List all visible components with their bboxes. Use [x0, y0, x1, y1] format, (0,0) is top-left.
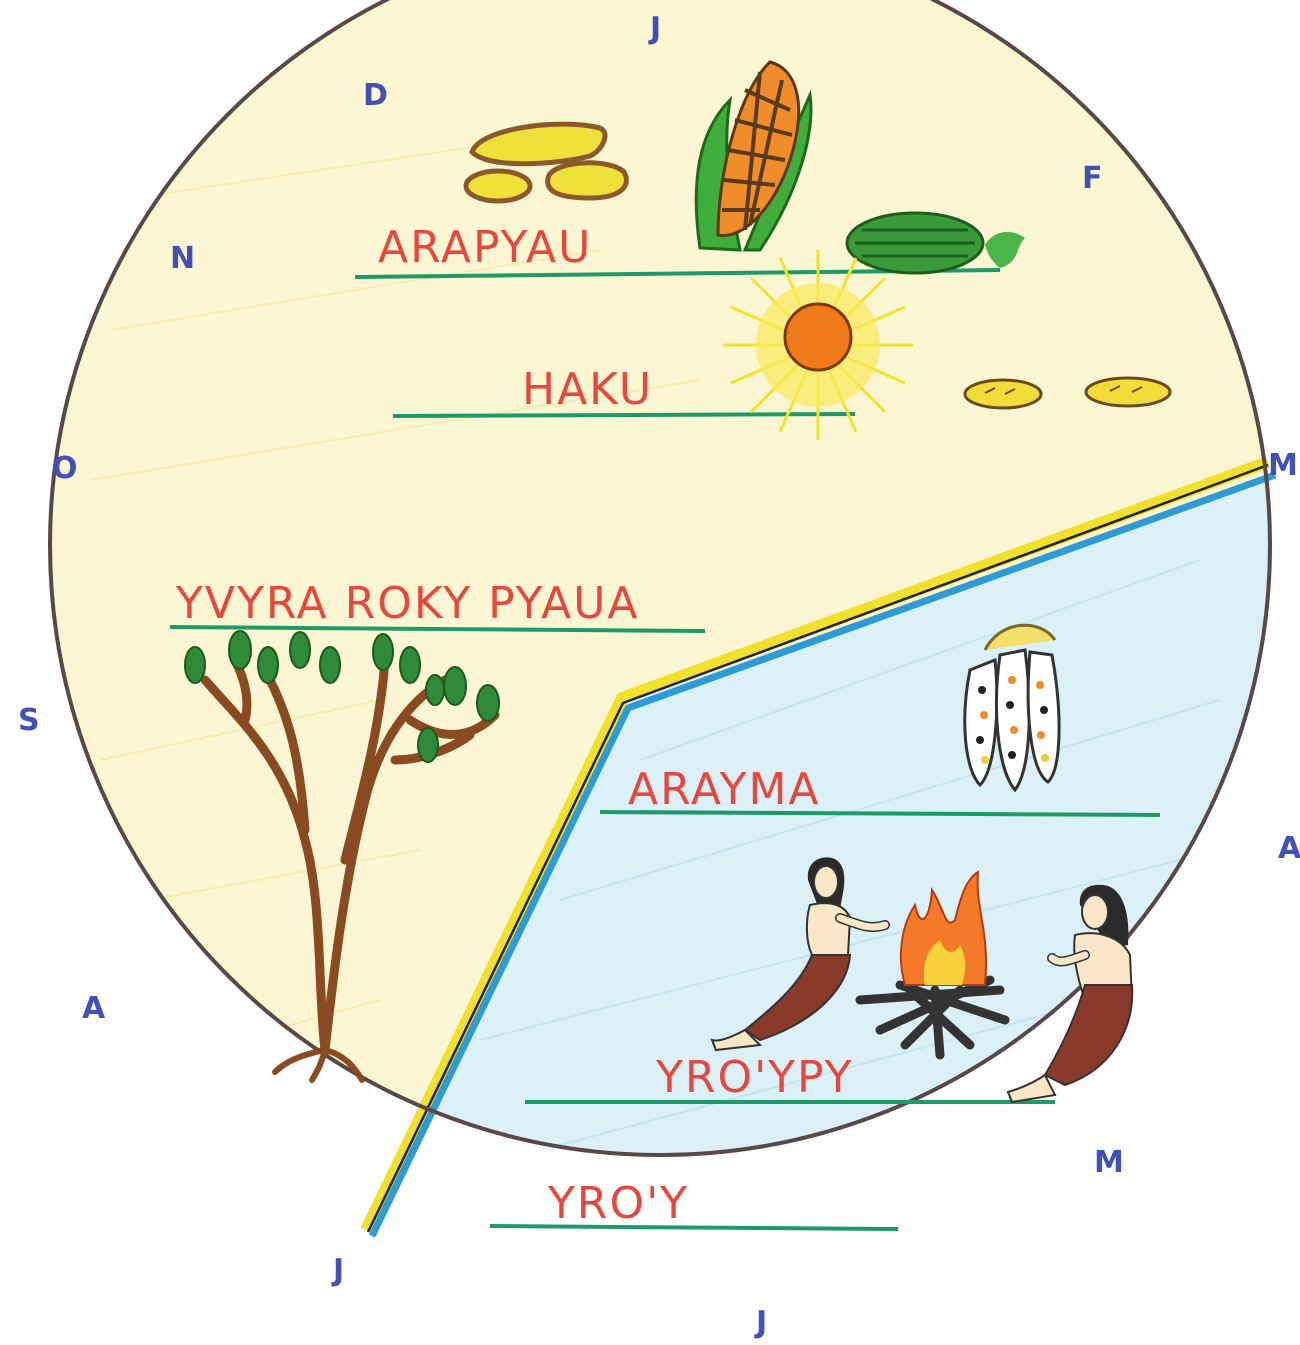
month-o: O: [52, 451, 78, 486]
label-haku: HAKU: [522, 364, 653, 415]
month-m-lower: M: [1094, 1145, 1124, 1180]
month-f: F: [1082, 161, 1103, 196]
month-m-right: M: [1268, 448, 1298, 483]
label-arayma: ARAYMA: [628, 764, 821, 815]
sun-icon: [723, 250, 913, 440]
month-n: N: [170, 241, 195, 276]
label-yroypy: YRO'YPY: [655, 1052, 854, 1103]
month-j-left: J: [331, 1253, 344, 1288]
month-a-left: A: [82, 991, 106, 1026]
month-d: D: [363, 78, 388, 113]
month-s: S: [18, 703, 40, 738]
month-a-right: A: [1278, 831, 1300, 866]
label-yroy: YRO'Y: [547, 1178, 689, 1229]
month-j-bottom: J: [754, 1305, 767, 1340]
label-yvyra-roky-pyaua: YVYRA ROKY PYAUA: [175, 578, 640, 629]
label-arapyau: ARAPYAU: [378, 222, 592, 273]
month-j-top: J: [648, 11, 661, 46]
